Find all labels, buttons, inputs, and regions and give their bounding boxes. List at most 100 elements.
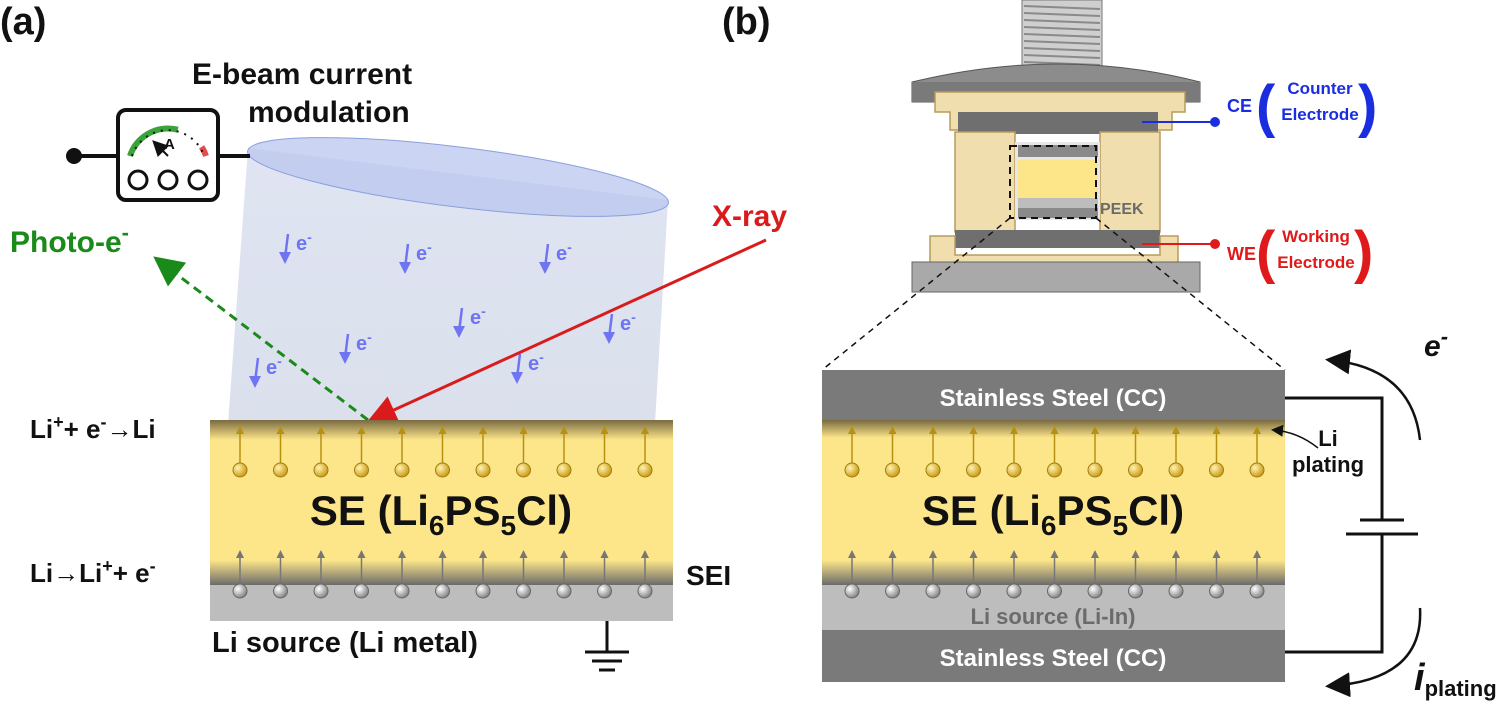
- li-ion: [232, 462, 248, 478]
- li-ion: [1087, 462, 1103, 478]
- li-ion: [844, 462, 860, 478]
- li-ion: [597, 462, 612, 478]
- li-atom: [1006, 583, 1022, 599]
- electron-arrow-0: e-: [279, 229, 312, 264]
- ce-paren-open: (: [1256, 74, 1276, 139]
- li-atom: [925, 583, 941, 599]
- electron-label: e-: [416, 239, 432, 265]
- electron-arrow-5: e-: [603, 309, 636, 344]
- li-atom: [1087, 583, 1103, 599]
- li-atom: [273, 583, 288, 599]
- ce-terminal: [1210, 117, 1220, 127]
- li-source-label-b: Li source (Li-In): [971, 604, 1136, 629]
- zoom-line-right: [1095, 217, 1286, 371]
- electron-flow-arrow: [1325, 349, 1422, 441]
- li-ion: [273, 462, 288, 478]
- we-paren-open: (: [1256, 220, 1276, 285]
- li-atom: [1249, 583, 1265, 599]
- li-ion: [516, 462, 531, 478]
- li-atom: [516, 583, 531, 599]
- we-paren-close: ): [1354, 220, 1373, 285]
- li-ion: [637, 462, 653, 478]
- li-ion: [394, 462, 410, 478]
- ss-bottom-label: Stainless Steel (CC): [940, 645, 1167, 672]
- li-atom: [1209, 583, 1224, 599]
- li-plating-pointer: [1271, 424, 1319, 449]
- li-source-label-a: Li source (Li metal): [212, 627, 478, 659]
- electron-flow-label: e-: [1424, 324, 1448, 363]
- ce-full-line1: Counter: [1287, 79, 1353, 98]
- li-ion: [1006, 462, 1022, 478]
- li-ions-b: [844, 426, 1265, 599]
- li-atom: [475, 583, 491, 599]
- ce-label: CE: [1227, 96, 1252, 116]
- li-atom: [597, 583, 612, 599]
- li-atom: [1128, 583, 1143, 599]
- electron-label: e-: [620, 309, 636, 335]
- electron-label: e-: [296, 229, 312, 255]
- we-terminal: [1210, 239, 1220, 249]
- li-plating-line1: Li: [1318, 426, 1338, 451]
- external-circuit: [1285, 396, 1384, 654]
- electron-arrow-1: e-: [399, 239, 432, 274]
- li-ion: [313, 462, 329, 478]
- we-full-line2: Electrode: [1277, 253, 1354, 272]
- li-atom: [885, 583, 900, 599]
- panel-a-label: (a): [0, 1, 46, 43]
- zoom-line-left: [821, 217, 1011, 371]
- ground-icon: [585, 621, 629, 672]
- li-ion: [475, 462, 491, 478]
- li-ion: [354, 462, 369, 478]
- se-label-a: SE (Li6PS5Cl): [310, 487, 572, 541]
- li-ion: [1047, 462, 1062, 478]
- li-ion: [1168, 462, 1184, 478]
- ce-full-line2: Electrode: [1281, 105, 1358, 124]
- electron-arrow-3: e-: [453, 303, 486, 338]
- current-flow-label: iplating: [1414, 657, 1497, 701]
- li-atom: [394, 583, 410, 599]
- ammeter-icon: A: [66, 108, 250, 202]
- we-full-line1: Working: [1282, 227, 1350, 246]
- li-ions-a: [232, 426, 653, 599]
- ss-top-label: Stainless Steel (CC): [940, 385, 1167, 412]
- xray-arrow: [366, 238, 767, 424]
- li-ion: [966, 462, 981, 478]
- panel-b-label: (b): [722, 1, 771, 43]
- ebeam-column: [228, 148, 668, 424]
- li-atom: [1047, 583, 1062, 599]
- photo-electron-label: Photo-e-: [10, 220, 129, 259]
- electron-label: e-: [470, 303, 486, 329]
- li-atom: [435, 583, 450, 599]
- li-atom: [844, 583, 860, 599]
- stainless-steel-top: [822, 370, 1285, 420]
- battery-icon: [1346, 518, 1418, 536]
- we-label: WE: [1227, 244, 1256, 264]
- ebeam-title-line2: modulation: [248, 96, 410, 129]
- electron-label: e-: [556, 239, 572, 265]
- electron-arrow-4: e-: [339, 329, 372, 364]
- electron-label: e-: [266, 353, 282, 379]
- li-atom: [354, 583, 369, 599]
- li-ion: [925, 462, 941, 478]
- electron-arrow-7: e-: [249, 353, 282, 388]
- li-ion: [556, 462, 572, 478]
- xray-label: X-ray: [712, 200, 787, 233]
- stainless-steel-bottom: [822, 630, 1285, 682]
- li-atom: [313, 583, 329, 599]
- li-atom: [556, 583, 572, 599]
- li-plating-line2: plating: [1292, 452, 1364, 477]
- reaction-top-label: Li++ e-→Li: [30, 412, 156, 444]
- current-flow-arrow: [1325, 607, 1422, 698]
- li-atom: [637, 583, 653, 599]
- ammeter-symbol: A: [164, 136, 175, 153]
- li-ion: [1128, 462, 1143, 478]
- electron-arrow-2: e-: [539, 239, 572, 274]
- ebeam-aperture: [247, 137, 669, 217]
- li-ion: [1249, 462, 1265, 478]
- ebeam-title-line1: E-beam current: [192, 58, 412, 91]
- cell-press-icon: [911, 0, 1201, 293]
- li-ion: [885, 462, 900, 478]
- sei-layer-a: [210, 560, 673, 585]
- sei-label: SEI: [686, 560, 731, 591]
